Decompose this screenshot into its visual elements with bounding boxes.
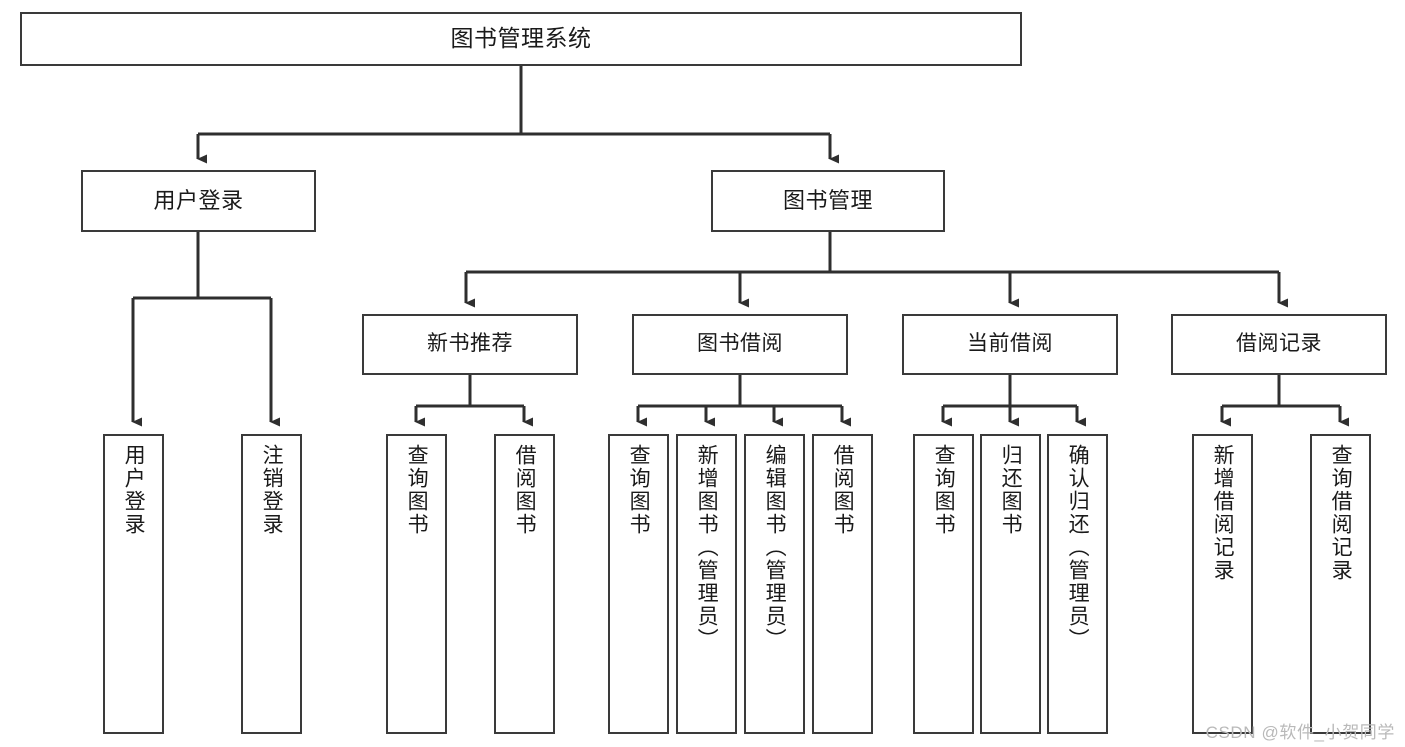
- leaf-current-query-book[interactable]: 查询图书: [913, 434, 974, 734]
- node-label: 新增图书（管理员）: [695, 444, 719, 651]
- node-label: 图书管理系统: [450, 25, 592, 52]
- node-label: 查询图书: [405, 444, 429, 536]
- leaf-borrow-add-book-admin[interactable]: 新增图书（管理员）: [676, 434, 737, 734]
- leaf-new-book-query[interactable]: 查询图书: [386, 434, 447, 734]
- node-label: 编辑图书（管理员）: [763, 444, 787, 651]
- leaf-user-login-login[interactable]: 用户登录: [103, 434, 164, 734]
- leaf-current-return-book[interactable]: 归还图书: [980, 434, 1041, 734]
- node-book-borrow[interactable]: 图书借阅: [632, 314, 848, 375]
- node-current-borrow[interactable]: 当前借阅: [902, 314, 1118, 375]
- node-label: 图书借阅: [697, 332, 783, 356]
- csdn-watermark: CSDN @软件_小贺同学: [1205, 723, 1395, 742]
- node-book-management[interactable]: 图书管理: [711, 170, 945, 232]
- leaf-user-login-logout[interactable]: 注销登录: [241, 434, 302, 734]
- node-borrow-record[interactable]: 借阅记录: [1171, 314, 1387, 375]
- node-label: 新增借阅记录: [1211, 444, 1235, 582]
- node-label: 借阅记录: [1236, 332, 1322, 356]
- node-label: 图书管理: [782, 188, 873, 214]
- node-label: 用户登录: [122, 444, 146, 536]
- node-new-book-recommend[interactable]: 新书推荐: [362, 314, 578, 375]
- node-label: 查询图书: [627, 444, 651, 536]
- node-label: 借阅图书: [513, 444, 537, 536]
- node-root-system[interactable]: 图书管理系统: [20, 12, 1022, 66]
- leaf-borrow-edit-book-admin[interactable]: 编辑图书（管理员）: [744, 434, 805, 734]
- node-label: 新书推荐: [427, 332, 513, 356]
- node-label: 归还图书: [999, 444, 1023, 536]
- node-label: 用户登录: [153, 188, 244, 214]
- leaf-record-query-record[interactable]: 查询借阅记录: [1310, 434, 1371, 734]
- node-label: 注销登录: [260, 444, 284, 536]
- node-label: 查询图书: [932, 444, 956, 536]
- leaf-current-confirm-return-admin[interactable]: 确认归还（管理员）: [1047, 434, 1108, 734]
- leaf-borrow-borrow-book[interactable]: 借阅图书: [812, 434, 873, 734]
- node-label: 查询借阅记录: [1329, 444, 1353, 582]
- node-label: 当前借阅: [967, 332, 1053, 356]
- leaf-new-book-borrow[interactable]: 借阅图书: [494, 434, 555, 734]
- leaf-record-add-record[interactable]: 新增借阅记录: [1192, 434, 1253, 734]
- node-label: 确认归还（管理员）: [1066, 444, 1090, 651]
- leaf-borrow-query-book[interactable]: 查询图书: [608, 434, 669, 734]
- node-label: 借阅图书: [831, 444, 855, 536]
- node-user-login[interactable]: 用户登录: [81, 170, 316, 232]
